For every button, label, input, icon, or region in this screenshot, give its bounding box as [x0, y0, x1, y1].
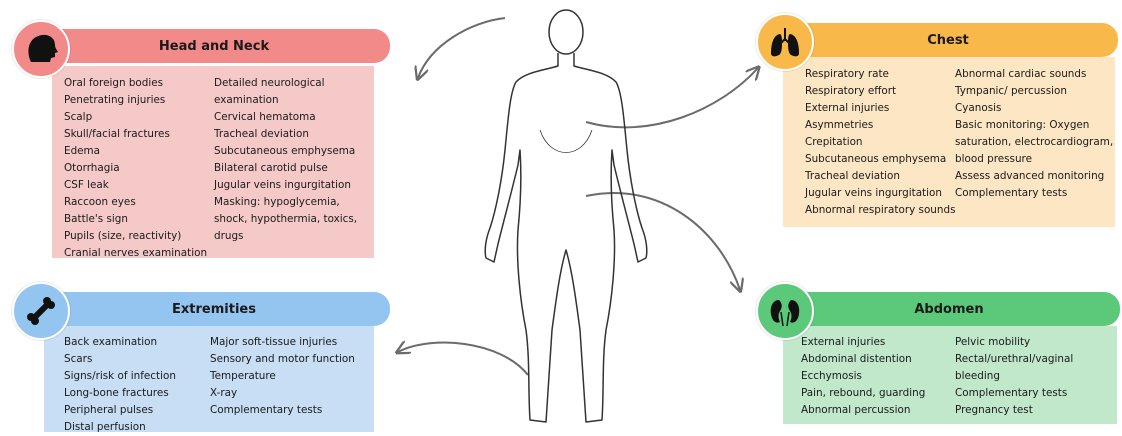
head-neck-title: Head and Neck	[159, 39, 269, 54]
list-item: Otorrhagia	[64, 160, 207, 177]
list-item: Respiratory effort	[805, 83, 956, 100]
list-item: examination	[214, 92, 357, 109]
kidneys-icon	[758, 284, 812, 338]
head-silhouette-icon	[14, 22, 68, 76]
list-item: Edema	[64, 143, 207, 160]
list-item: Subcutaneous emphysema	[805, 151, 956, 168]
list-item: External injuries	[805, 100, 956, 117]
list-item: Long-bone fractures	[64, 385, 176, 402]
list-item: Crepitation	[805, 134, 956, 151]
list-item: Cyanosis	[955, 100, 1113, 117]
list-item: Subcutaneous emphysema	[214, 143, 357, 160]
list-item: Penetrating injuries	[64, 92, 207, 109]
list-item: Scars	[64, 351, 176, 368]
list-item: Scalp	[64, 109, 207, 126]
extremities-header: Extremities	[38, 292, 390, 326]
list-item: Pain, rebound, guarding	[801, 385, 925, 402]
list-item: Skull/facial fractures	[64, 126, 207, 143]
list-item: Back examination	[64, 334, 176, 351]
figure-body	[485, 53, 647, 422]
list-item: Assess advanced monitoring	[955, 168, 1113, 185]
list-item: blood pressure	[955, 151, 1113, 168]
list-item: Temperature	[210, 368, 355, 385]
list-item: Jugular veins ingurgitation	[805, 185, 956, 202]
list-item: saturation, electrocardiogram,	[955, 134, 1113, 151]
chest-badge	[756, 13, 814, 71]
list-item: Respiratory rate	[805, 66, 956, 83]
list-item: bleeding	[955, 368, 1073, 385]
list-item: Oral foreign bodies	[64, 75, 207, 92]
list-item: Complementary tests	[955, 385, 1073, 402]
list-item: External injuries	[801, 334, 925, 351]
figure-torso-line	[540, 130, 592, 153]
list-item: drugs	[214, 228, 357, 245]
list-item: Signs/risk of infection	[64, 368, 176, 385]
list-item: Basic monitoring: Oxygen	[955, 117, 1113, 134]
extremities-badge	[12, 282, 70, 340]
list-item: CSF leak	[64, 177, 207, 194]
chest-title: Chest	[927, 33, 969, 48]
list-item: X-ray	[210, 385, 355, 402]
list-item: Major soft-tissue injuries	[210, 334, 355, 351]
list-item: Masking: hypoglycemia,	[214, 194, 357, 211]
list-item: Bilateral carotid pulse	[214, 160, 357, 177]
list-item: Complementary tests	[955, 185, 1113, 202]
list-item: Cervical hematoma	[214, 109, 357, 126]
list-item: Tracheal deviation	[214, 126, 357, 143]
abdomen-header: Abdomen	[778, 292, 1120, 326]
list-item: Complementary tests	[210, 402, 355, 419]
list-item: Jugular veins ingurgitation	[214, 177, 357, 194]
list-item: Pregnancy test	[955, 402, 1073, 419]
abdomen-title: Abdomen	[914, 302, 983, 317]
list-item: Cranial nerves examination	[64, 245, 207, 262]
list-item: Pupils (size, reactivity)	[64, 228, 207, 245]
list-item: Abdominal distention	[801, 351, 925, 368]
list-item: Raccoon eyes	[64, 194, 207, 211]
list-item: Detailed neurological	[214, 75, 357, 92]
list-item: Tympanic/ percussion	[955, 83, 1113, 100]
abdomen-badge	[756, 282, 814, 340]
list-item: Battle's sign	[64, 211, 207, 228]
head-neck-header: Head and Neck	[38, 29, 390, 63]
list-item: Distal perfusion	[64, 419, 176, 436]
list-item: Abnormal percussion	[801, 402, 925, 419]
list-item: Peripheral pulses	[64, 402, 176, 419]
list-item: Abnormal respiratory sounds	[805, 202, 956, 219]
list-item: Abnormal cardiac sounds	[955, 66, 1113, 83]
list-item: shock, hypothermia, toxics,	[214, 211, 357, 228]
list-item: Ecchymosis	[801, 368, 925, 385]
list-item: Rectal/urethral/vaginal	[955, 351, 1073, 368]
head-neck-badge	[12, 20, 70, 78]
list-item: Pelvic mobility	[955, 334, 1073, 351]
lungs-icon	[758, 15, 812, 69]
list-item: Asymmetries	[805, 117, 956, 134]
list-item: Sensory and motor function	[210, 351, 355, 368]
chest-header: Chest	[778, 23, 1118, 57]
bone-icon	[14, 284, 68, 338]
list-item: Tracheal deviation	[805, 168, 956, 185]
figure-head	[549, 10, 583, 54]
extremities-title: Extremities	[172, 302, 256, 317]
